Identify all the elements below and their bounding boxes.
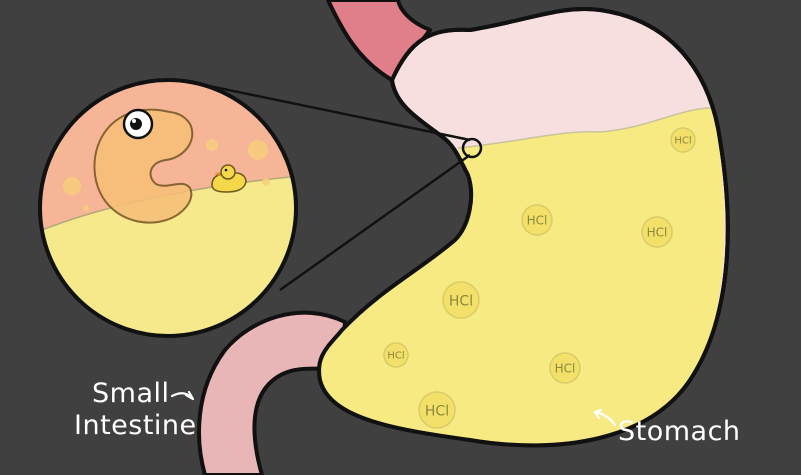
acid-surface-line [457, 107, 713, 149]
hcl-bubble-label: HCl [555, 362, 576, 376]
hcl-bubble-label: HCl [647, 226, 668, 240]
zoom-target-circle [461, 137, 483, 159]
zoom-line-bottom [279, 153, 471, 292]
stomach-outline [317, 7, 730, 448]
hcl-bubble-label: HCl [449, 293, 473, 309]
pacman-character-icon [93, 108, 194, 224]
hcl-bubble: HCl [383, 342, 409, 368]
hcl-bubble-label: HCl [387, 351, 404, 362]
hcl-bubble: HCl [641, 216, 673, 248]
stomach-acid [319, 108, 725, 446]
hcl-bubble: HCl [521, 204, 553, 236]
zoom-inset [40, 80, 296, 336]
hcl-bubble-label: HCl [425, 403, 449, 419]
hcl-bubble: HCl [418, 391, 456, 429]
inset-border [38, 78, 298, 338]
small-intestine-label-line1: Small [92, 378, 170, 409]
small-intestine [197, 310, 347, 475]
hcl-bubble-label: HCl [674, 136, 691, 147]
arrow-icon [593, 408, 617, 427]
rubber-duck-icon [211, 164, 247, 193]
small-intestine-label-line2: Intestine [74, 410, 197, 441]
hcl-bubble: HCl [670, 127, 696, 153]
arrow-icon [170, 390, 195, 401]
hcl-bubble: HCl [549, 352, 581, 384]
zoom-line-top [189, 80, 471, 142]
hcl-bubble-label: HCl [527, 214, 548, 228]
hcl-bubble: HCl [442, 281, 480, 319]
stomach-label: Stomach [618, 416, 741, 447]
